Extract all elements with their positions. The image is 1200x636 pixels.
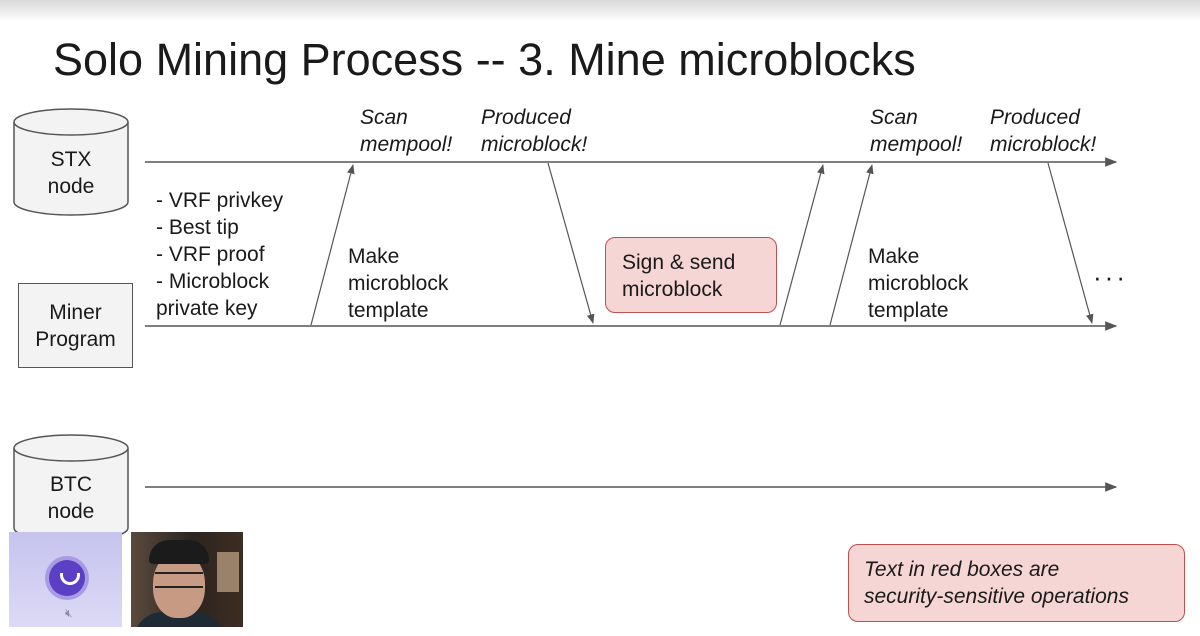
sign-send-label: Sign & send microblock: [622, 249, 735, 303]
stx-node-label-line2: node: [47, 175, 95, 198]
produced-microblock-label-2: Produced microblock!: [990, 104, 1096, 158]
input-vrf-proof: - VRF proof: [156, 243, 265, 266]
scan-mempool-label-2: Scan mempool!: [870, 104, 962, 158]
legend-label: Text in red boxes are security-sensitive…: [864, 556, 1129, 610]
legend-line2: security-sensitive operations: [864, 585, 1129, 608]
scan-mempool-2-line1: Scan: [870, 106, 918, 129]
miner-program-label-line2: Program: [35, 328, 116, 351]
produced-microblock-2-line1: Produced: [990, 106, 1080, 129]
scan-mempool-1-line2: mempool!: [360, 133, 453, 156]
make-template-label-2: Make microblock template: [868, 243, 968, 324]
sign-send-box: Sign & send microblock: [605, 237, 777, 313]
slide-title: Solo Mining Process -- 3. Mine microbloc…: [53, 34, 916, 85]
stx-node-label: STX node: [14, 146, 128, 200]
arrow-miner-to-stx-1: [310, 164, 355, 326]
btc-node-label-line1: BTC: [50, 473, 92, 496]
app-logo-panel: 🔇︎: [9, 532, 122, 627]
webcam-shirt: [133, 612, 225, 627]
webcam-background-frame: [217, 552, 239, 592]
miner-program-box: [18, 283, 133, 368]
scan-mempool-2-line2: mempool!: [870, 133, 963, 156]
btc-node-label: BTC node: [14, 471, 128, 525]
make-template-1-line2: microblock: [348, 272, 449, 295]
arrow-stx-to-miner-2: [1047, 162, 1094, 324]
browser-top-shadow: [0, 0, 1200, 22]
miner-program-label: Miner Program: [18, 299, 133, 353]
produced-microblock-1-line1: Produced: [481, 106, 571, 129]
scan-mempool-label-1: Scan mempool!: [360, 104, 452, 158]
make-template-2-line2: microblock: [868, 272, 969, 295]
mic-muted-icon: 🔇︎: [65, 606, 73, 620]
presenter-webcam: [131, 532, 243, 627]
input-vrf-privkey: - VRF privkey: [156, 189, 284, 212]
legend-box: Text in red boxes are security-sensitive…: [848, 544, 1185, 622]
make-template-1-line3: template: [348, 299, 429, 322]
webcam-glasses: [155, 572, 203, 588]
produced-microblock-label-1: Produced microblock!: [481, 104, 587, 158]
webcam-cap: [149, 540, 209, 564]
scan-mempool-1-line1: Scan: [360, 106, 408, 129]
input-microblock: - Microblock: [156, 270, 270, 293]
make-template-2-line3: template: [868, 299, 949, 322]
produced-microblock-1-line2: microblock!: [481, 133, 588, 156]
arrow-miner-to-stx-2: [779, 164, 825, 326]
produced-microblock-2-line2: microblock!: [990, 133, 1097, 156]
make-template-2-line1: Make: [868, 245, 920, 268]
sign-send-line2: microblock: [622, 278, 723, 301]
stx-node-label-line1: STX: [50, 148, 92, 171]
btc-node-label-line2: node: [47, 500, 95, 523]
continuation-ellipsis: ···: [1093, 262, 1128, 292]
arrow-miner-to-stx-3: [829, 164, 874, 326]
arrow-stx-to-miner-1: [547, 162, 595, 324]
legend-line1: Text in red boxes are: [864, 558, 1060, 581]
make-template-label-1: Make microblock template: [348, 243, 448, 324]
miner-inputs-list: - VRF privkey - Best tip - VRF proof - M…: [156, 187, 283, 322]
make-template-1-line1: Make: [348, 245, 400, 268]
eye-shield-icon: [49, 560, 85, 596]
input-private-key: private key: [156, 297, 258, 320]
input-best-tip: - Best tip: [156, 216, 239, 239]
miner-program-label-line1: Miner: [49, 301, 102, 324]
stx-node-cylinder: [13, 108, 129, 216]
sign-send-line1: Sign & send: [622, 251, 736, 274]
